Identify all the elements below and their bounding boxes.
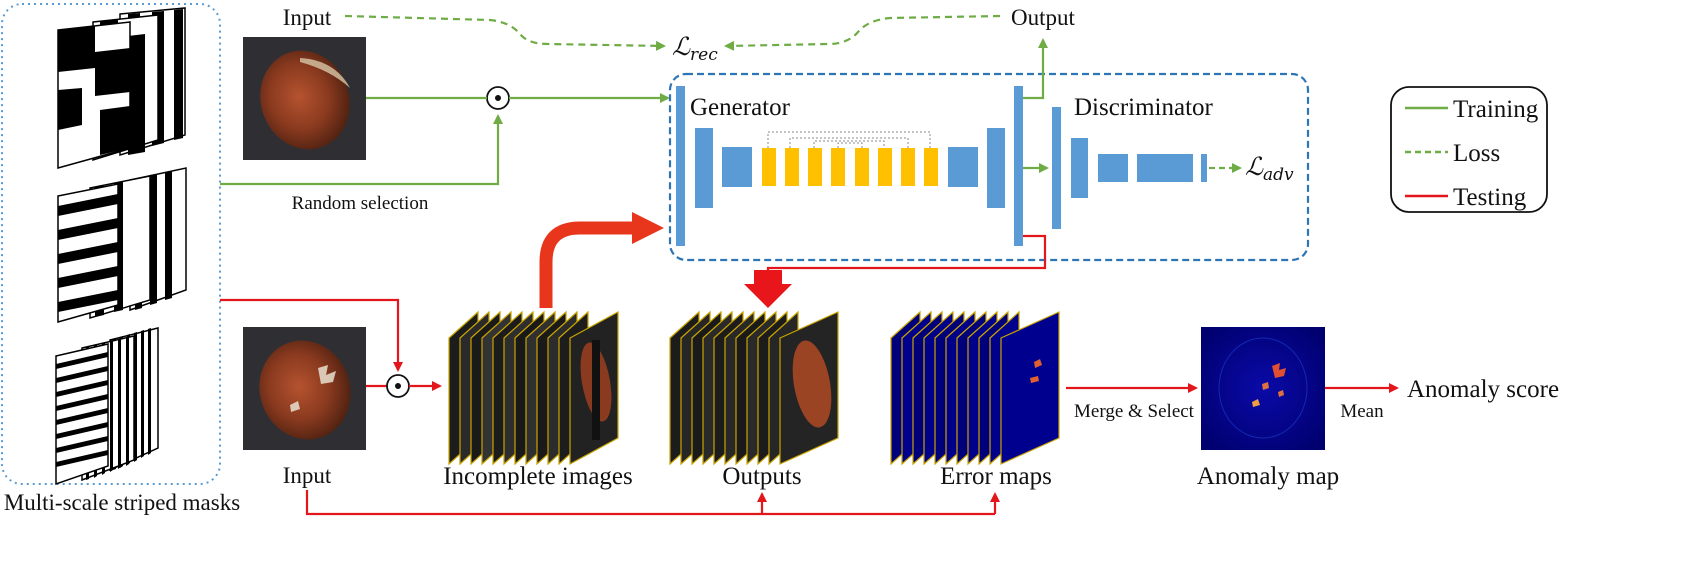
incomplete-images-stack [448,310,619,466]
loss-line-input [344,14,666,51]
legend-box [1390,86,1548,213]
error-maps-label: Error maps [940,463,1052,490]
mean-label: Mean [1340,401,1384,422]
training-line-random-selection [220,114,503,186]
top-input-image [243,37,366,160]
top-input-label: Input [283,5,332,30]
legend-item-testing: Testing [1405,184,1527,211]
loss-adv-label: ℒadv [1245,152,1294,185]
legend: Training Loss Testing [1390,86,1548,213]
bottleneck-blocks [762,148,938,186]
svg-text:Loss: Loss [1453,140,1500,167]
svg-text:Training: Training [1453,96,1539,123]
legend-item-training: Training [1405,96,1539,123]
incomplete-images-label: Incomplete images [443,463,633,490]
discriminator-network [1052,107,1207,229]
training-line-to-output [1023,38,1048,100]
testing-line-mask-to-product [220,298,403,372]
loss-rec-label: ℒrec [672,32,718,65]
merge-select-label: Merge & Select [1074,401,1195,422]
mask-stack-coarse [57,7,186,169]
anomaly-score-label: Anomaly score [1407,376,1559,403]
testing-arrow-to-outputs [744,270,792,308]
svg-text:ℒrec: ℒrec [672,32,718,65]
testing-arrow-to-generator [539,221,636,308]
mask-stack-medium [57,167,187,323]
outputs-stack [669,310,839,466]
gan-dashed-box [668,72,1310,262]
top-output-label: Output [1011,5,1076,30]
bottom-input-label: Input [283,463,332,488]
generator-label: Generator [690,94,791,121]
random-selection-label: Random selection [292,193,429,214]
skip-connections [767,131,931,148]
masks-dotted-box [1,3,221,485]
discriminator-label: Discriminator [1074,94,1214,121]
svg-text:Testing: Testing [1453,184,1527,211]
generator-network [676,86,1023,246]
loss-line-output [724,14,1001,51]
svg-text:ℒadv: ℒadv [1245,152,1294,185]
masks-group: Multi-scale striped masks [1,3,240,515]
outputs-label: Outputs [722,463,801,490]
mask-stack-fine [55,327,159,486]
anomaly-map-label: Anomaly map [1197,463,1339,490]
error-maps-stack [890,310,1060,466]
legend-item-loss: Loss [1405,140,1500,167]
masks-caption: Multi-scale striped masks [4,490,240,515]
bottom-input-image [243,327,366,450]
testing-line-bottom-bracket [305,490,995,516]
anomaly-map-image [1201,327,1325,450]
testing-line-generator-output [766,234,1047,272]
